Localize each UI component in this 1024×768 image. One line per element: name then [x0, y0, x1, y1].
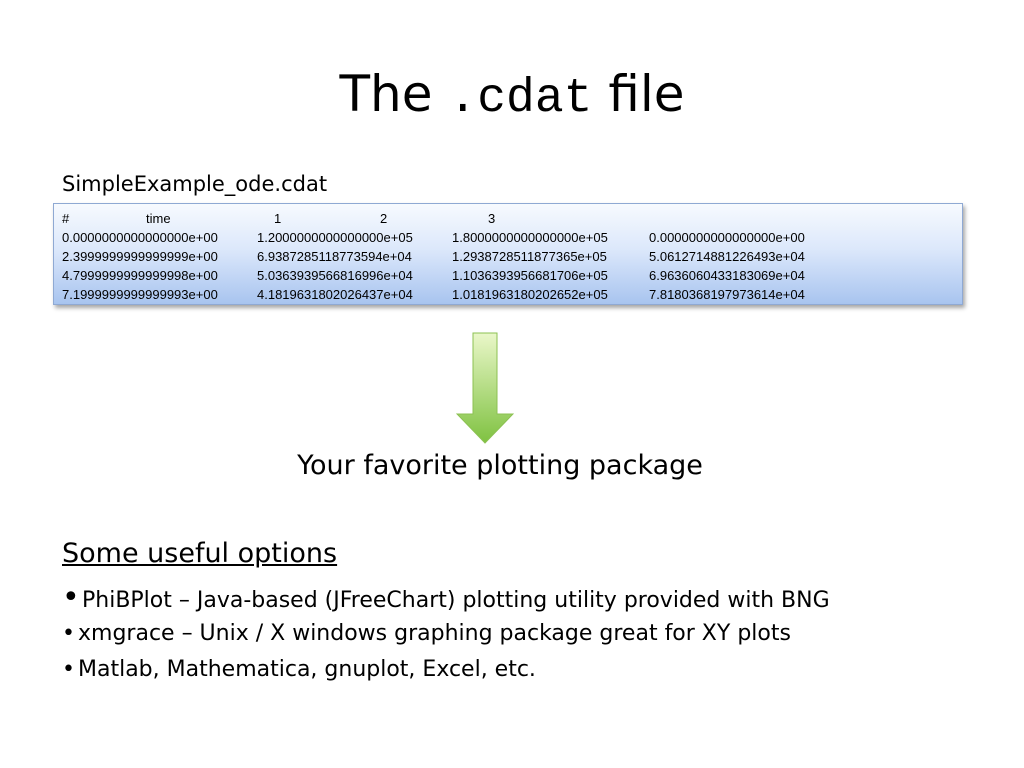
header-hash: # [62, 211, 70, 226]
data-cell: 1.8000000000000000e+05 [452, 230, 608, 245]
data-cell: 4.1819631802026437e+04 [257, 287, 413, 302]
list-item: •PhiBPlot – Java-based (JFreeChart) plot… [62, 580, 830, 616]
bullet-icon: • [62, 580, 80, 615]
options-heading: Some useful options [62, 538, 338, 569]
data-cell: 4.7999999999999998e+00 [62, 268, 218, 283]
data-cell: 2.3999999999999999e+00 [62, 249, 218, 264]
data-cell: 7.1999999999999993e+00 [62, 287, 218, 302]
title-code: .cdat [448, 72, 593, 126]
data-cell: 0.0000000000000000e+00 [62, 230, 218, 245]
data-cell: 1.0181963180202652e+05 [452, 287, 608, 302]
header-col-2: 2 [380, 211, 388, 226]
data-row: 7.1999999999999993e+00 4.181963180202643… [62, 285, 962, 304]
header-col-1: 1 [274, 211, 282, 226]
data-row: 2.3999999999999999e+00 6.938728511877359… [62, 247, 962, 266]
data-cell: 6.9636060433183069e+04 [649, 268, 805, 283]
data-cell: 6.9387285118773594e+04 [257, 249, 412, 264]
plotting-package-label: Your favorite plotting package [297, 450, 703, 481]
header-col-3: 3 [488, 211, 496, 226]
list-item: •Matlab, Mathematica, gnuplot, Excel, et… [62, 652, 830, 688]
header-row: # time 1 2 3 [62, 209, 962, 228]
data-cell: 0.0000000000000000e+00 [649, 230, 805, 245]
cdat-file-content: # time 1 2 3 0.0000000000000000e+00 1.20… [53, 203, 963, 305]
header-time: time [146, 211, 171, 226]
data-cell: 7.8180368197973614e+04 [649, 287, 805, 302]
options-list: •PhiBPlot – Java-based (JFreeChart) plot… [62, 580, 830, 688]
slide-title: The .cdat file [0, 62, 1024, 131]
filename-label: SimpleExample_ode.cdat [62, 172, 328, 196]
bullet-icon: • [62, 621, 75, 646]
data-row: 0.0000000000000000e+00 1.200000000000000… [62, 228, 962, 247]
option-text: PhiBPlot – Java-based (JFreeChart) plott… [82, 588, 830, 613]
data-cell: 1.2000000000000000e+05 [257, 230, 413, 245]
option-text: xmgrace – Unix / X windows graphing pack… [78, 621, 791, 646]
data-cell: 1.2938728511877365e+05 [452, 249, 607, 264]
down-arrow-icon [456, 332, 514, 444]
data-cell: 5.0612714881226493e+04 [649, 249, 805, 264]
title-prefix: The [339, 65, 433, 123]
data-row: 4.7999999999999998e+00 5.036393956681699… [62, 266, 962, 285]
data-cell: 1.1036393956681706e+05 [452, 268, 608, 283]
list-item: •xmgrace – Unix / X windows graphing pac… [62, 616, 830, 652]
option-text: Matlab, Mathematica, gnuplot, Excel, etc… [78, 657, 536, 682]
title-suffix: file [608, 65, 685, 123]
data-cell: 5.0363939566816996e+04 [257, 268, 413, 283]
bullet-icon: • [62, 657, 75, 682]
